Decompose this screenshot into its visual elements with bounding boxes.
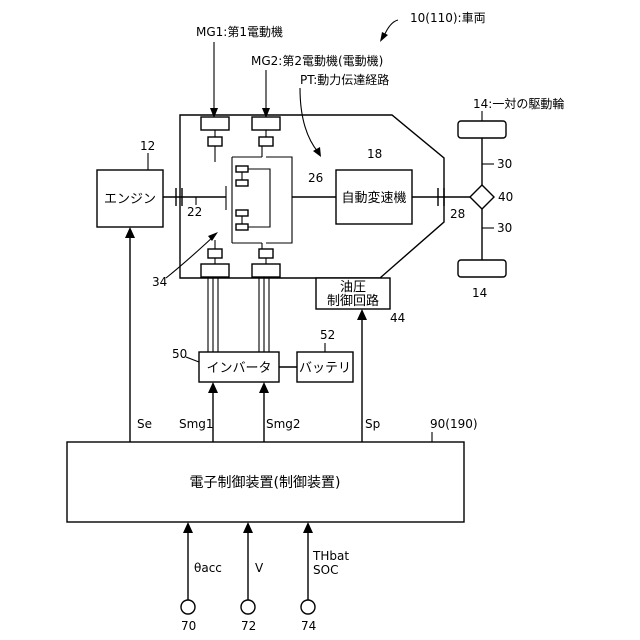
wheel-bottom: [458, 260, 506, 277]
drive-wheels-label: 14:一対の駆動輪: [473, 96, 564, 111]
hydraulic-ref: 44: [390, 311, 405, 325]
smg2-signal-label: Smg2: [266, 417, 301, 431]
sensor-acc: [181, 600, 195, 614]
ecu-text: 電子制御装置(制御装置): [190, 475, 341, 491]
vehicle-label: 10(110):車両: [410, 11, 486, 25]
sensor-bat: [301, 600, 315, 614]
wheel-top: [458, 121, 506, 138]
wheel14-ref: 14: [472, 286, 487, 300]
mg2-stator-top: [259, 137, 273, 146]
differential: [470, 185, 494, 209]
mg1-label: MG1:第1電動機: [196, 24, 283, 39]
sensor-acc-ref: 70: [181, 619, 196, 633]
inverter-text: インバータ: [206, 361, 271, 376]
mg1-rotor-bottom: [201, 264, 229, 277]
mg2-label: MG2:第2電動機(電動機): [251, 53, 383, 68]
bat-input-arrow: [303, 522, 313, 533]
sensor-v-ref: 72: [241, 619, 256, 633]
acc-input-arrow: [183, 522, 193, 533]
mg2-stator-bottom: [259, 249, 273, 258]
axle30-top-ref: 30: [497, 157, 512, 171]
smg1-signal-label: Smg1: [179, 417, 214, 431]
soc-label: SOC: [313, 563, 338, 577]
mg2-rotor-bottom: [252, 264, 280, 277]
smg1-signal-arrow: [208, 382, 218, 393]
v-label: V: [255, 561, 264, 575]
theta-acc-label: θacc: [194, 561, 222, 575]
shaft22-ref: 22: [187, 205, 202, 219]
diff40-ref: 40: [498, 190, 513, 204]
thbat-label: THbat: [312, 549, 349, 563]
se-signal-arrow: [125, 227, 135, 238]
pt-leader: [300, 88, 318, 152]
transmission-ref: 18: [367, 147, 382, 161]
mg1-wiring: [208, 277, 218, 352]
vehicle-leader-arrow: [380, 32, 388, 42]
engine-ref: 12: [140, 139, 155, 153]
mg1-stator-top: [208, 137, 222, 146]
engine-text: エンジン: [104, 192, 156, 207]
sp-signal-arrow: [357, 309, 367, 320]
mg2-wiring: [259, 277, 269, 352]
sp-signal-label: Sp: [365, 417, 380, 431]
smg2-signal-arrow: [259, 382, 269, 393]
mg2-rotor-top: [252, 117, 280, 130]
inverter-ref-leader: [186, 357, 199, 362]
se-signal-label: Se: [137, 417, 152, 431]
sensor-v: [241, 600, 255, 614]
hydraulic-text-2: 制御回路: [327, 293, 379, 309]
ecu-ref: 90(190): [430, 417, 478, 431]
shaft28-ref: 28: [450, 207, 465, 221]
sensor-bat-ref: 74: [301, 619, 316, 633]
transmission-text: 自動変速機: [341, 190, 406, 206]
hydraulic-text-1: 油圧: [340, 280, 366, 295]
mg1-stator-bottom: [208, 249, 222, 258]
planetary-gear: [215, 146, 292, 249]
shaft26-ref: 26: [308, 171, 323, 185]
gear34-ref: 34: [152, 275, 167, 289]
pt-label: PT:動力伝達経路: [300, 72, 389, 87]
vehicle-leader: [384, 20, 398, 36]
inverter-ref: 50: [172, 347, 187, 361]
battery-text: バッテリ: [299, 361, 351, 376]
pt-leader-arrow: [313, 147, 321, 157]
axle30-bottom-ref: 30: [497, 221, 512, 235]
v-input-arrow: [243, 522, 253, 533]
battery-ref: 52: [320, 328, 335, 342]
mg1-rotor-top: [201, 117, 229, 130]
